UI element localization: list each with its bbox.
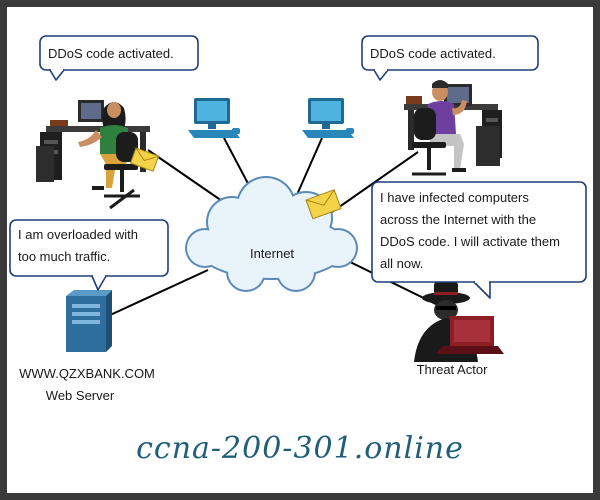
internet-cloud: Internet bbox=[185, 176, 358, 292]
bubble-top-left: DDoS code activated. bbox=[39, 35, 199, 81]
bubble-server: I am overloaded with too much traffic. bbox=[9, 219, 169, 291]
web-server: WWW.QZXBANK.COM Web Server bbox=[19, 290, 155, 403]
desktop-pc-left bbox=[188, 98, 240, 138]
server-role: Web Server bbox=[46, 388, 115, 403]
watermark: ccna-200-301.online bbox=[136, 431, 464, 466]
bubble-top-right: DDoS code activated. bbox=[361, 35, 539, 81]
bubble-attacker-line-4: all now. bbox=[380, 256, 423, 271]
person-at-computer-icon bbox=[404, 80, 502, 176]
server-icon bbox=[66, 290, 112, 352]
bubble-top-left-text: DDoS code activated. bbox=[48, 46, 174, 61]
cloud-label: Internet bbox=[250, 246, 294, 261]
desktop-pc-icon bbox=[302, 98, 354, 138]
user-workstation-left bbox=[36, 100, 160, 210]
envelope-icon bbox=[129, 147, 160, 172]
threat-actor-label: Threat Actor bbox=[417, 362, 488, 377]
hacker-icon bbox=[414, 282, 504, 362]
envelope-icon bbox=[305, 189, 342, 220]
bubble-attacker-line-2: across the Internet with the bbox=[380, 212, 536, 227]
bubble-attacker-line-3: DDoS code. I will activate them bbox=[380, 234, 560, 249]
bubble-server-line-2: too much traffic. bbox=[18, 249, 110, 264]
bubble-top-right-text: DDoS code activated. bbox=[370, 46, 496, 61]
person-at-computer-icon bbox=[36, 100, 150, 210]
desktop-pc-right bbox=[302, 98, 354, 138]
bubble-server-line-1: I am overloaded with bbox=[18, 227, 138, 242]
desktop-pc-icon bbox=[188, 98, 240, 138]
threat-actor: Threat Actor bbox=[414, 282, 504, 377]
user-workstation-right bbox=[404, 80, 502, 176]
server-hostname: WWW.QZXBANK.COM bbox=[19, 366, 155, 381]
cloud-icon bbox=[185, 176, 358, 292]
link-server bbox=[107, 269, 209, 317]
bubble-attacker-line-1: I have infected computers bbox=[380, 190, 529, 205]
bubble-attacker: I have infected computers across the Int… bbox=[371, 181, 587, 299]
